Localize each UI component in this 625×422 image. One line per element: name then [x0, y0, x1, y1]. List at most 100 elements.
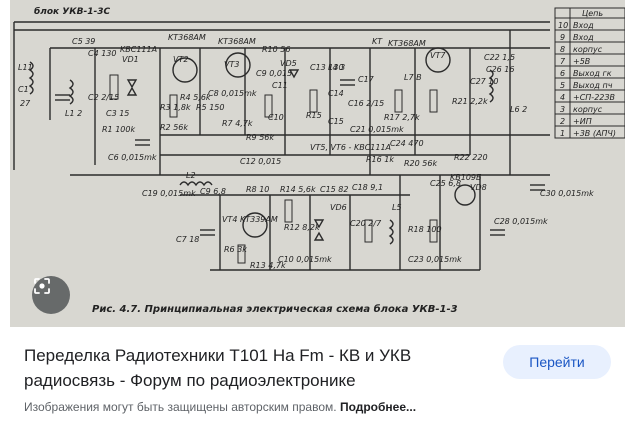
connector-pin-num: 5	[560, 81, 565, 90]
component-label: L2	[186, 171, 196, 180]
lens-icon	[34, 278, 50, 294]
connector-pin-num: 8	[560, 45, 565, 54]
component-label: C17	[358, 75, 375, 84]
component-label: R20 56k	[404, 159, 437, 168]
more-info-link[interactable]: Подробнее...	[339, 400, 417, 414]
component-label: R12 8,2k	[284, 223, 320, 232]
component-label: R3 1,8k	[160, 103, 191, 112]
component-label: C24 470	[390, 139, 424, 148]
component-label: C14	[328, 89, 344, 98]
component-label: R2 56k	[160, 123, 188, 132]
component-label: C20 2/7	[350, 219, 382, 228]
component-label: R15	[306, 111, 322, 120]
component-label: C15	[328, 117, 344, 126]
connector-pin-name: Выход пч	[573, 81, 613, 90]
connector-pin-name: корпус	[573, 45, 603, 54]
connector-pin-num: 3	[560, 105, 565, 114]
component-label: KB109Б	[450, 173, 482, 182]
component-label: C15 82	[320, 185, 349, 194]
component-label: C11	[272, 81, 288, 90]
component-label: VT3	[224, 60, 239, 69]
connector-pin-num: 7	[560, 57, 566, 66]
component-label: L4 3	[328, 63, 345, 72]
component-label: 27	[20, 99, 31, 108]
component-label: KT	[372, 37, 383, 46]
component-label: VD1	[122, 55, 139, 64]
component-label: C23 0,015mk	[408, 255, 462, 264]
component-label: C1	[18, 85, 29, 94]
component-label: R8 10	[246, 185, 269, 194]
component-label: R1 100k	[102, 125, 135, 134]
component-label: R10 56	[262, 45, 290, 54]
component-label: C4 130	[88, 49, 117, 58]
component-label: C9 0,015	[256, 69, 292, 78]
component-label: C9 6,8	[200, 187, 226, 196]
component-label: R5 150	[196, 103, 224, 112]
connector-pin-name: +3В (АПЧ)	[573, 129, 616, 138]
copyright-text: Изображения могут быть защищены авторски…	[24, 400, 337, 414]
visit-button[interactable]: Перейти	[503, 345, 611, 379]
component-label: VT5, VT6 - KВС111А	[310, 143, 391, 152]
component-label: VD6	[330, 203, 347, 212]
component-label: C3 15	[106, 109, 129, 118]
component-label: C22 1,5	[484, 53, 515, 62]
component-label: R14 5,6k	[280, 185, 316, 194]
component-label: C12 0,015	[240, 157, 281, 166]
component-label: R13 4,7k	[250, 261, 286, 270]
component-label: C18 9,1	[352, 183, 383, 192]
component-label: C16 2/15	[348, 99, 384, 108]
component-label: C10	[268, 113, 284, 122]
component-label: R22 220	[454, 153, 488, 162]
component-label: R21 2,2k	[452, 97, 488, 106]
connector-pin-num: 2	[560, 117, 565, 126]
connector-header: Цепь	[582, 9, 603, 18]
component-label: C25 6,8	[430, 179, 461, 188]
figure-caption: Рис. 4.7. Принципиальная электрическая с…	[92, 303, 458, 315]
connector-pin-name: Выход гк	[573, 69, 612, 78]
component-label: C5 39	[72, 37, 95, 46]
component-label: KT368AM	[168, 33, 206, 42]
lens-search-button[interactable]	[32, 276, 70, 314]
component-label: VT4 KТ339АМ	[222, 215, 278, 224]
component-label: R17 2,7k	[384, 113, 420, 122]
result-title[interactable]: Переделка Радиотехники Т101 На Fm - КВ и…	[24, 346, 412, 390]
connector-pin-num: 4	[560, 93, 565, 102]
component-label: C8 0,015mk	[208, 89, 257, 98]
component-label: C6 0,015mk	[108, 153, 157, 162]
connector-pin-num: 10	[558, 21, 568, 30]
connector-pin-name: корпус	[573, 105, 603, 114]
component-label: KT368AM	[388, 39, 426, 48]
component-label: R18 100	[408, 225, 442, 234]
component-label: R16 1k	[366, 155, 394, 164]
connector-pin-name: Вход	[573, 33, 594, 42]
component-label: R4 5,6k	[180, 93, 211, 102]
component-label: VT7	[430, 51, 446, 60]
component-label: C30 0,015mk	[540, 189, 594, 198]
component-label: R6 3k	[224, 245, 247, 254]
component-label: R9 56k	[246, 133, 274, 142]
component-label: C7 18	[176, 235, 199, 244]
component-label: L6 2	[510, 105, 527, 114]
component-label: VT2	[173, 55, 188, 64]
component-label: L11	[18, 63, 33, 72]
component-label: L7 В	[404, 73, 422, 82]
schematic-image[interactable]: блок УКВ-1-3С C5 39 C4 130 KВС111А VD1 K…	[10, 0, 625, 327]
component-label: C28 0,015mk	[494, 217, 548, 226]
connector-pin-name: +ИП	[573, 117, 592, 126]
component-label: KT368AM	[218, 37, 256, 46]
component-label: VD5	[280, 59, 297, 68]
connector-pin-name: +5B	[573, 57, 590, 66]
component-label: C13 130	[310, 63, 344, 72]
component-label: L1 2	[65, 109, 82, 118]
component-label: C2 2/15	[88, 93, 119, 102]
component-label: C19 0,015mk	[142, 189, 196, 198]
connector-pin-name: +СП-22ЗВ	[573, 93, 615, 102]
component-label: C21 0,015mk	[350, 125, 404, 134]
component-label: C10 0,015mk	[278, 255, 332, 264]
block-label: блок УКВ-1-3С	[34, 6, 110, 17]
connector-pin-num: 1	[560, 129, 565, 138]
connector-pin-name: Вход	[573, 21, 594, 30]
component-label: C27 10	[470, 77, 499, 86]
schematic-drawing: блок УКВ-1-3С C5 39 C4 130 KВС111А VD1 K…	[10, 0, 625, 327]
